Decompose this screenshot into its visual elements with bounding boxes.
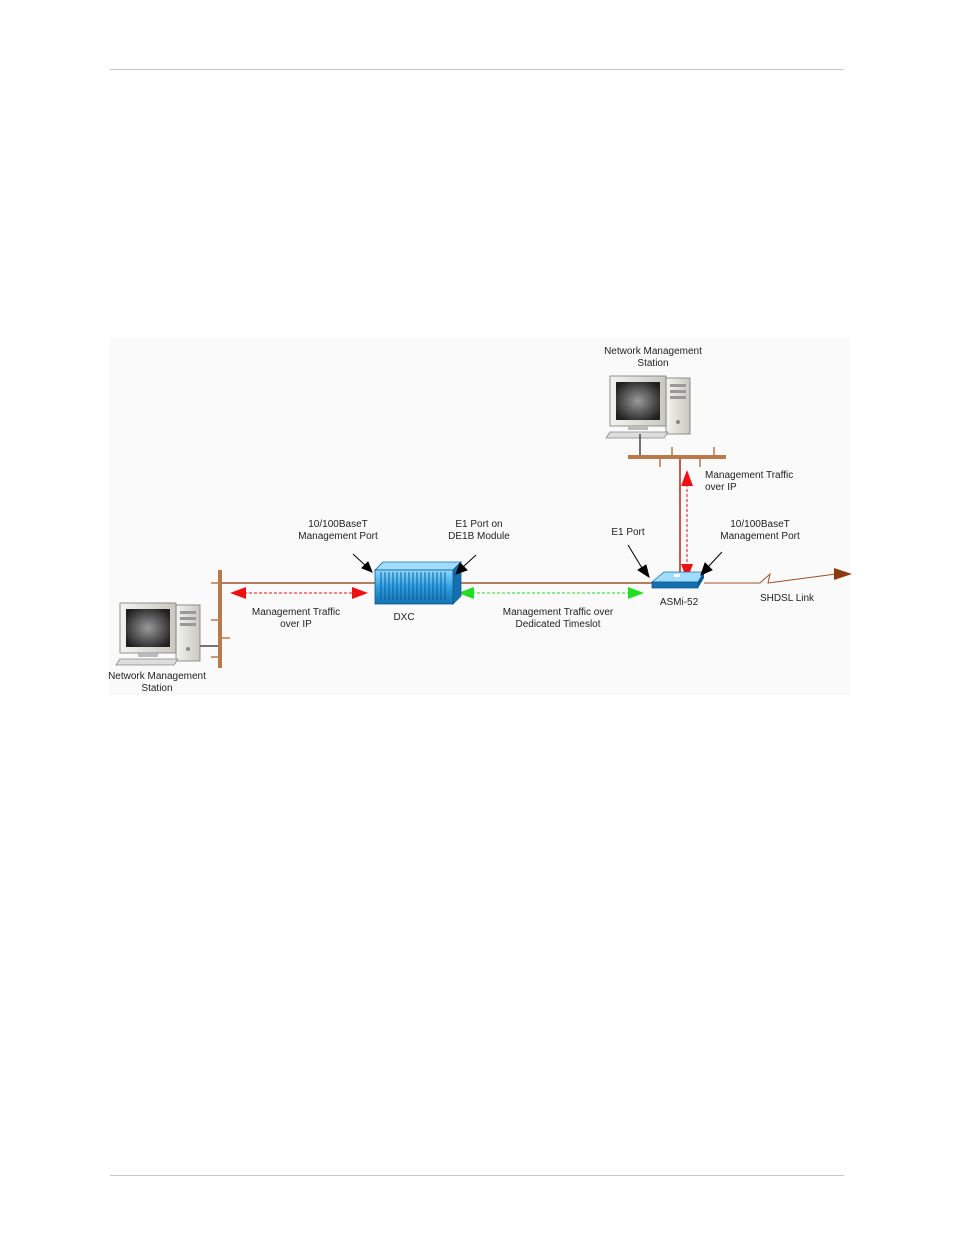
ip-traffic-arrow-vertical	[681, 470, 693, 580]
mgmt-ip-left-label-line2: over IP	[246, 619, 346, 631]
e1-de1b-label: E1 Port on DE1B Module	[436, 519, 522, 543]
computer-icon	[116, 603, 200, 665]
mgmt-ip-right-label: Management Traffic over IP	[705, 470, 793, 494]
asmi-mgmt-port-label-line1: 10/100BaseT	[712, 519, 808, 531]
dxc-mgmt-port-label-line2: Management Port	[290, 531, 386, 543]
ip-traffic-arrow-left	[230, 587, 368, 599]
nms-left-label: Network Management Station	[102, 671, 212, 695]
mgmt-timeslot-label-line1: Management Traffic over	[493, 607, 623, 619]
asmi-mgmt-port-label: 10/100BaseT Management Port	[712, 519, 808, 543]
nms-top-label-line1: Network Management	[598, 346, 708, 358]
dxc-label: DXC	[384, 612, 424, 624]
nms-left-label-line2: Station	[102, 683, 212, 695]
dxc-mgmt-port-label-line1: 10/100BaseT	[290, 519, 386, 531]
nms-top-label: Network Management Station	[598, 346, 708, 370]
nms-top-label-line2: Station	[598, 358, 708, 370]
top-lan-bus	[628, 434, 726, 467]
mgmt-timeslot-label-line2: Dedicated Timeslot	[493, 619, 623, 631]
dxc-mgmt-port-label: 10/100BaseT Management Port	[290, 519, 386, 543]
shdsl-link	[704, 568, 852, 583]
computer-icon	[606, 376, 690, 438]
mgmt-ip-left-label-line1: Management Traffic	[246, 607, 346, 619]
nms-left-label-line1: Network Management	[102, 671, 212, 683]
footer-rule	[110, 1175, 844, 1176]
e1-de1b-label-line2: DE1B Module	[436, 531, 522, 543]
asmi-label: ASMi-52	[652, 597, 706, 609]
mgmt-ip-left-label: Management Traffic over IP	[246, 607, 346, 631]
shdsl-label: SHDSL Link	[752, 593, 822, 605]
e1-de1b-label-line1: E1 Port on	[436, 519, 522, 531]
mgmt-timeslot-label: Management Traffic over Dedicated Timesl…	[493, 607, 623, 631]
mgmt-ip-right-label-line1: Management Traffic	[705, 470, 793, 482]
mgmt-ip-right-label-line2: over IP	[705, 482, 793, 494]
asmi-device-icon	[652, 572, 704, 588]
dxc-device-icon	[375, 562, 461, 604]
asmi-mgmt-port-label-line2: Management Port	[712, 531, 808, 543]
e1-port-label: E1 Port	[598, 527, 658, 539]
timeslot-traffic-arrow	[458, 587, 644, 599]
left-lan-bus	[199, 570, 230, 668]
